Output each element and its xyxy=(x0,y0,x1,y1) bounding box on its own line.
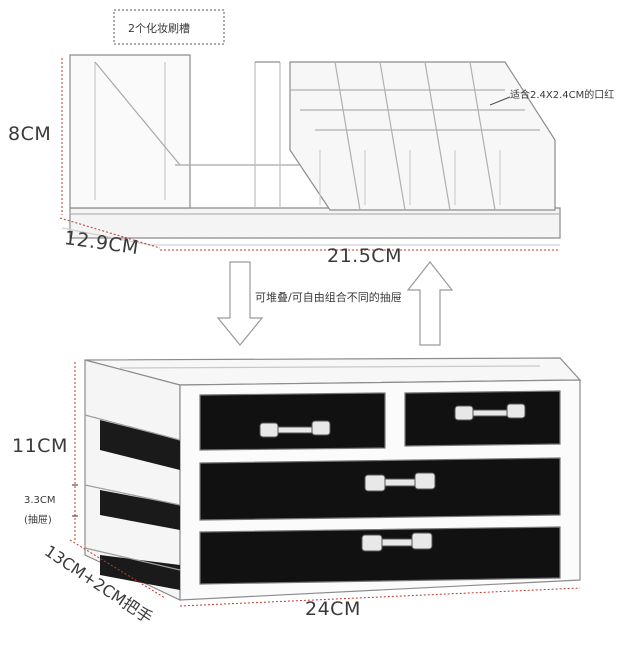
drawer-height-label: 3.3CM xyxy=(24,495,56,506)
drawer-height-note: (抽屉) xyxy=(24,515,52,526)
stacking-note: 可堆叠/可自由组合不同的抽屉 xyxy=(255,291,402,304)
drawer-organizer xyxy=(84,357,582,601)
drawer-width-label: 24CM xyxy=(305,598,361,620)
top-dimension-lines xyxy=(59,58,560,251)
brush-slot-label: 2个化妆刷槽 xyxy=(128,22,190,35)
handle-top-left xyxy=(259,420,331,438)
up-arrow-icon xyxy=(406,261,454,346)
drawer-handles xyxy=(259,403,526,552)
drawer-dimension-lines xyxy=(69,362,581,607)
lipstick-size-label: 适合2.4X2.4CM的口红 xyxy=(510,90,615,101)
handle-top-right xyxy=(454,403,526,421)
top-width-label: 21.5CM xyxy=(327,245,402,267)
top-height-label: 8CM xyxy=(8,123,52,145)
handle-bottom xyxy=(361,532,433,552)
drawer-height-marks xyxy=(72,484,78,517)
top-organizer xyxy=(61,54,561,246)
down-arrow-icon xyxy=(216,261,264,346)
drawer-unit-height-label: 11CM xyxy=(12,435,68,457)
handle-middle xyxy=(364,472,436,492)
brush-slot-label-box xyxy=(113,9,225,45)
